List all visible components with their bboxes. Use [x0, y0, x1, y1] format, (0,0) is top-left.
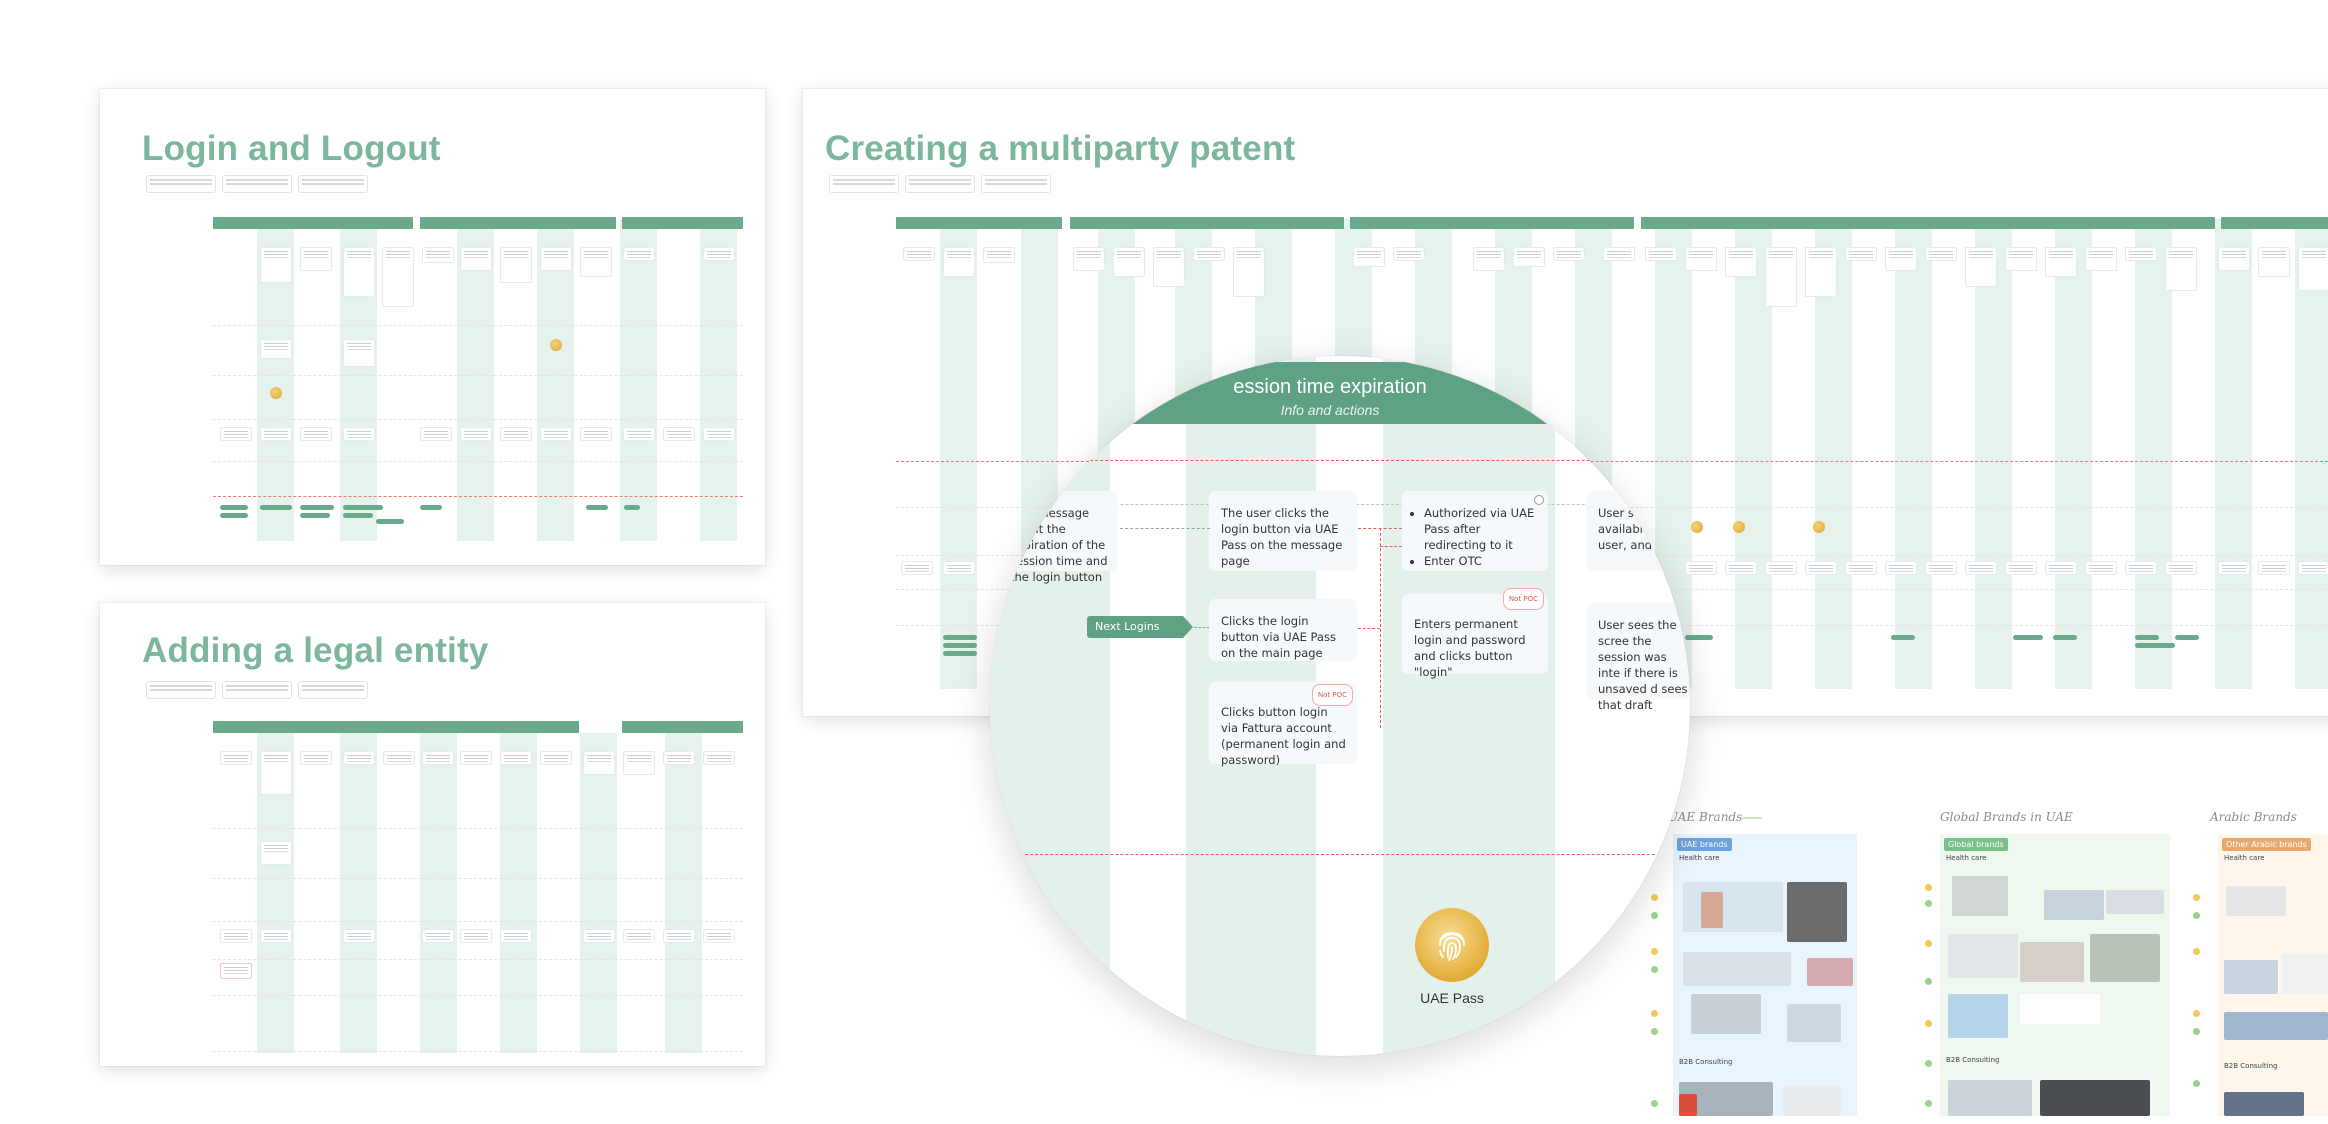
not-poc-badge: Not POC — [1502, 588, 1544, 610]
board-title: Login and Logout — [142, 129, 441, 168]
brand-tag: Global brands — [1944, 838, 2008, 851]
step-card-user-screen[interactable]: User sees the scree the session was inte… — [1586, 603, 1690, 712]
phase-header: ession time expiration Info and actions — [1100, 362, 1620, 424]
step-card-fattura[interactable]: Not POC Clicks button login via Fattura … — [1209, 682, 1357, 767]
meta-box — [298, 175, 368, 193]
step-card-click-uae-main[interactable]: Clicks the login button via UAE Pass on … — [1209, 599, 1357, 661]
step-card-user-sees[interactable]: User sees available to user, and the — [1586, 491, 1690, 571]
phase-header-title: ession time expiration — [1233, 376, 1427, 398]
phase-bar — [420, 217, 616, 229]
brand-panel-arabic[interactable]: Other Arabic brands Health care B2B Cons… — [2218, 834, 2328, 1116]
divider-line — [1050, 460, 1690, 461]
meta-box — [222, 175, 292, 193]
avatar-icon — [1534, 495, 1544, 505]
phase-bar — [622, 721, 743, 733]
card-text: Clicks button login via Fattura account … — [1221, 705, 1346, 767]
phase-bar — [2221, 217, 2328, 229]
meta-box — [905, 175, 975, 193]
section-label: Health care — [2224, 854, 2265, 862]
board-meta — [829, 175, 1051, 193]
brand-title-uae: UAE Brands — [1668, 810, 1743, 824]
phase-bar — [1070, 217, 1344, 229]
magnifier-lens: ession time expiration Info and actions … — [990, 356, 1690, 1056]
step-card-permanent[interactable]: Not POC Enters permanent login and passw… — [1402, 588, 1548, 679]
uae-pass-label: UAE Pass — [1420, 990, 1484, 1006]
meta-box — [829, 175, 899, 193]
card-text: User sees the scree the session was inte… — [1598, 618, 1688, 712]
brand-panel-global[interactable]: Global brands Health care B2B Consulting — [1940, 834, 2170, 1116]
section-label: B2B Consulting — [1946, 1056, 2000, 1064]
brand-tag: UAE brands — [1677, 838, 1732, 851]
brand-title-global: Global Brands in UAE — [1940, 810, 2073, 824]
step-card-message[interactable]: es a message about the expiration of the… — [998, 491, 1118, 584]
list-item: Authorized via UAE Pass after redirectin… — [1424, 505, 1538, 553]
card-text: Enters permanent login and password and … — [1414, 617, 1526, 679]
card-text: Clicks the login button via UAE Pass on … — [1221, 614, 1336, 660]
board-meta — [146, 175, 368, 193]
phase-header-subtitle: Info and actions — [1280, 402, 1380, 418]
section-label: B2B Consulting — [2224, 1062, 2278, 1070]
board-meta — [146, 681, 368, 699]
brand-panel-uae[interactable]: UAE brands Health care B2B Consulting — [1673, 834, 1857, 1116]
card-text: es a message about the expiration of the… — [1010, 506, 1108, 584]
step-card-click-uae-message[interactable]: The user clicks the login button via UAE… — [1209, 491, 1357, 571]
meta-box — [146, 175, 216, 193]
brand-title-arabic: Arabic Brands — [2210, 810, 2297, 824]
divider-line — [990, 854, 1690, 855]
meta-box — [981, 175, 1051, 193]
card-text: User sees available to user, and the — [1598, 506, 1675, 552]
board-legal-entity[interactable]: Adding a legal entity — [100, 603, 765, 1066]
phase-bar — [1641, 217, 2215, 229]
step-card-authorized[interactable]: Authorized via UAE Pass after redirectin… — [1402, 491, 1548, 571]
card-text: The user clicks the login button via UAE… — [1221, 506, 1343, 568]
phase-bar — [896, 217, 1062, 229]
phase-bar — [622, 217, 743, 229]
section-label: Health care — [1679, 854, 1720, 862]
board-title: Creating a multiparty patent — [825, 129, 1296, 168]
board-login-logout[interactable]: Login and Logout — [100, 89, 765, 565]
fingerprint-icon — [1415, 908, 1489, 982]
next-logins-tag[interactable]: Next Logins — [1087, 616, 1193, 638]
phase-bar — [213, 217, 413, 229]
phase-bar — [213, 721, 579, 733]
phase-bar — [1350, 217, 1634, 229]
brand-tag: Other Arabic brands — [2222, 838, 2311, 851]
board-title: Adding a legal entity — [142, 631, 489, 670]
section-label: B2B Consulting — [1679, 1058, 1733, 1066]
not-poc-badge: Not POC — [1311, 684, 1353, 706]
meta-box — [146, 681, 216, 699]
section-label: Health care — [1946, 854, 1987, 862]
list-item: Enter OTC — [1424, 553, 1538, 569]
meta-box — [222, 681, 292, 699]
meta-box — [298, 681, 368, 699]
